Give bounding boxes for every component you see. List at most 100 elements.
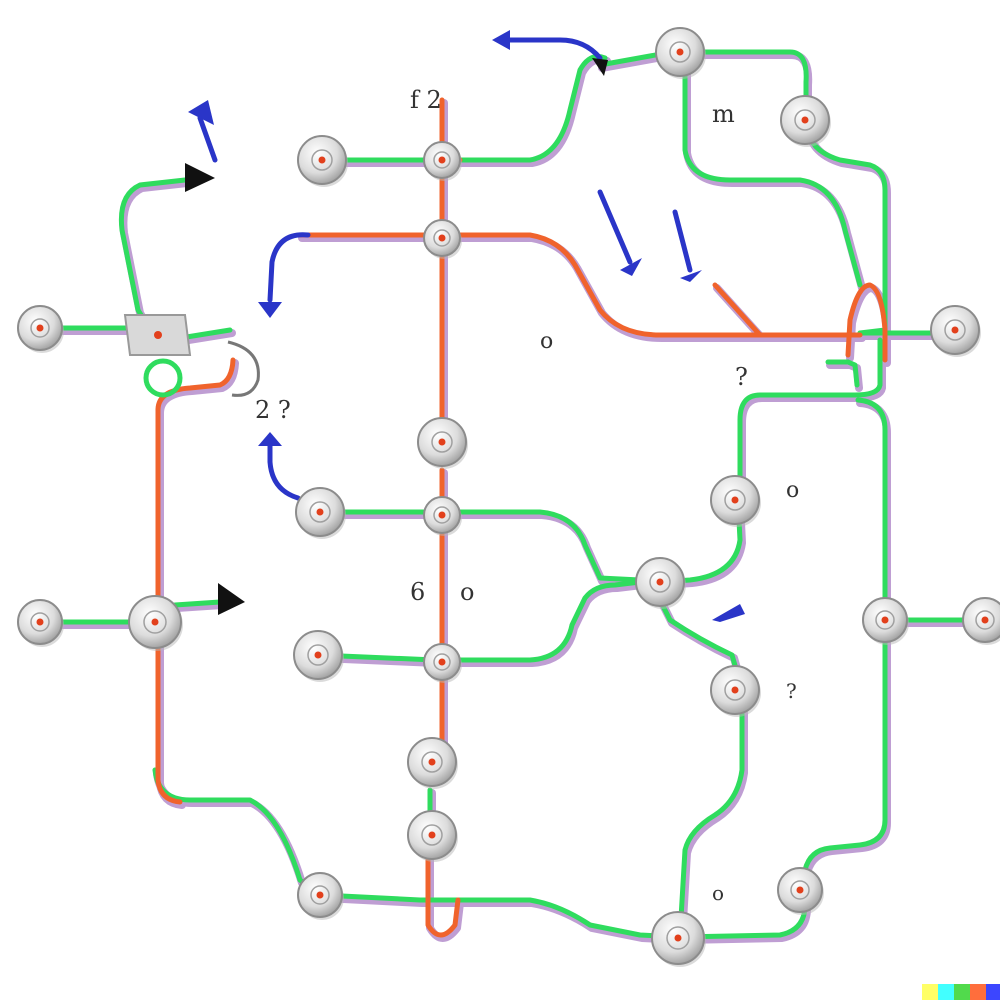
node-right-bottom-dot bbox=[796, 886, 804, 894]
orange-line-bottom-loop bbox=[425, 817, 461, 938]
node-bottom-center-ring bbox=[666, 926, 690, 950]
green-line-right-descend-2 bbox=[677, 707, 745, 938]
black-arrow-top-joint bbox=[592, 58, 608, 76]
green-line-left-lower bbox=[152, 767, 323, 898]
green-line-right-descend bbox=[657, 597, 745, 693]
green-line-center-lower bbox=[439, 579, 643, 663]
node-right-bottom bbox=[777, 867, 824, 915]
watermark-square bbox=[954, 984, 970, 1000]
blue-arrow-center-1-head bbox=[620, 258, 642, 276]
green-line-center-split bbox=[439, 509, 643, 583]
blue-marker-right bbox=[712, 604, 745, 622]
label-center-right: o bbox=[460, 578, 474, 606]
left-green-ring bbox=[143, 358, 183, 398]
node-right-far-dot bbox=[951, 326, 959, 334]
node-top-center-ring bbox=[433, 151, 451, 169]
blue-arrow-left-mid-head bbox=[258, 432, 282, 446]
label-right-upper: ? bbox=[735, 363, 748, 391]
node-lower-left-ring bbox=[307, 644, 329, 666]
blue-arrow-upper-left-head bbox=[188, 100, 214, 125]
node-center-mid bbox=[417, 417, 468, 469]
node-middle-left bbox=[295, 487, 346, 539]
orange-line-diagonal bbox=[712, 282, 763, 338]
node-center-upper bbox=[423, 219, 462, 259]
blue-arrow-top-shaft bbox=[497, 37, 603, 61]
black-arrow-upper-left bbox=[185, 163, 215, 192]
watermark-square bbox=[986, 984, 1000, 1000]
node-center-bottom-2-dot bbox=[428, 831, 436, 839]
green-line-top-arc bbox=[319, 54, 608, 163]
blue-arrow-left-hook-head bbox=[258, 302, 282, 318]
node-right-edge bbox=[862, 597, 909, 645]
blue-arrow-left-mid bbox=[258, 432, 301, 501]
blue-arrow-center-1 bbox=[597, 189, 642, 276]
node-center-bottom-1-dot bbox=[428, 758, 436, 766]
label-left-mid: 2 ? bbox=[255, 396, 291, 424]
node-right-mid bbox=[710, 475, 761, 527]
node-center-right bbox=[635, 557, 686, 609]
green-line-center-right-up bbox=[657, 497, 743, 585]
labels: f 2 m 2 ? 6 o o ? o ? o bbox=[255, 86, 799, 905]
green-line-bottom bbox=[319, 892, 808, 940]
nodes bbox=[17, 27, 1000, 967]
green-line-right-vertical bbox=[802, 397, 888, 888]
green-line-left-arrow bbox=[172, 599, 223, 608]
node-top-right bbox=[655, 27, 706, 79]
green-line-center-split-shadow bbox=[440, 511, 646, 587]
blue-arrow-left-hook-shaft bbox=[267, 232, 311, 303]
green-line-left-upper bbox=[118, 177, 188, 333]
node-edge-partial-ring bbox=[975, 610, 995, 630]
blue-arrow-top bbox=[492, 30, 603, 61]
blue-arrow-center-1-shaft bbox=[597, 189, 633, 265]
orange-line-left-vertical bbox=[155, 407, 183, 805]
blue-marker-right-shape bbox=[712, 604, 745, 622]
green-line-right-box bbox=[735, 337, 883, 503]
blue-arrow-center-2-shaft bbox=[672, 209, 693, 273]
node-left-mid-ring bbox=[30, 612, 50, 632]
node-center-lower bbox=[423, 643, 462, 683]
node-center-bottom-2-ring bbox=[421, 824, 443, 846]
blue-arrow-upper-left bbox=[188, 100, 218, 163]
black-arrows bbox=[185, 58, 608, 615]
node-bottom-left-ring bbox=[310, 885, 330, 905]
node-top-right-dot bbox=[676, 48, 684, 56]
node-right-upper-ring bbox=[794, 109, 816, 131]
node-top-left-ring bbox=[311, 149, 333, 171]
label-bottom-right: o bbox=[712, 881, 724, 905]
node-right-lower-dot bbox=[731, 686, 739, 694]
node-right-upper-dot bbox=[801, 116, 809, 124]
blue-arrows bbox=[188, 30, 745, 622]
node-center-right-dot bbox=[656, 578, 664, 586]
node-bottom-center-dot bbox=[674, 934, 682, 942]
node-right-far bbox=[930, 305, 981, 357]
node-right-edge-ring bbox=[875, 610, 895, 630]
node-center-upper-ring bbox=[433, 229, 451, 247]
node-left-junction bbox=[128, 595, 183, 651]
left-cluster bbox=[123, 314, 260, 398]
node-left-far bbox=[17, 305, 64, 353]
node-top-left-dot bbox=[318, 156, 326, 164]
green-line-left-upper-shadow bbox=[119, 179, 191, 337]
node-center-junction bbox=[423, 496, 462, 536]
label-right-lower: o bbox=[786, 478, 799, 503]
node-lower-left-dot bbox=[314, 651, 322, 659]
watermark-square bbox=[922, 984, 938, 1000]
color-watermark bbox=[922, 984, 1000, 1000]
orange-line-horizontal-top bbox=[297, 232, 863, 338]
node-center-bottom-2 bbox=[407, 810, 458, 862]
orange-line-left-top bbox=[155, 357, 236, 413]
green-line-top-right-loop-shadow bbox=[598, 51, 891, 340]
watermark-square bbox=[938, 984, 954, 1000]
green-line-right-drop bbox=[845, 359, 860, 388]
green-line-top-right-inner bbox=[682, 67, 863, 288]
left-junction-dot bbox=[154, 331, 162, 339]
blue-arrow-center-2 bbox=[672, 209, 702, 282]
node-bottom-center bbox=[651, 911, 706, 967]
blue-arrow-upper-left-shaft bbox=[197, 115, 218, 163]
node-edge-partial bbox=[962, 597, 1000, 645]
node-right-bottom-ring bbox=[790, 880, 810, 900]
left-coil bbox=[227, 340, 260, 397]
label-right-center-small: ? bbox=[786, 679, 797, 703]
node-center-junction-dot bbox=[438, 511, 446, 519]
